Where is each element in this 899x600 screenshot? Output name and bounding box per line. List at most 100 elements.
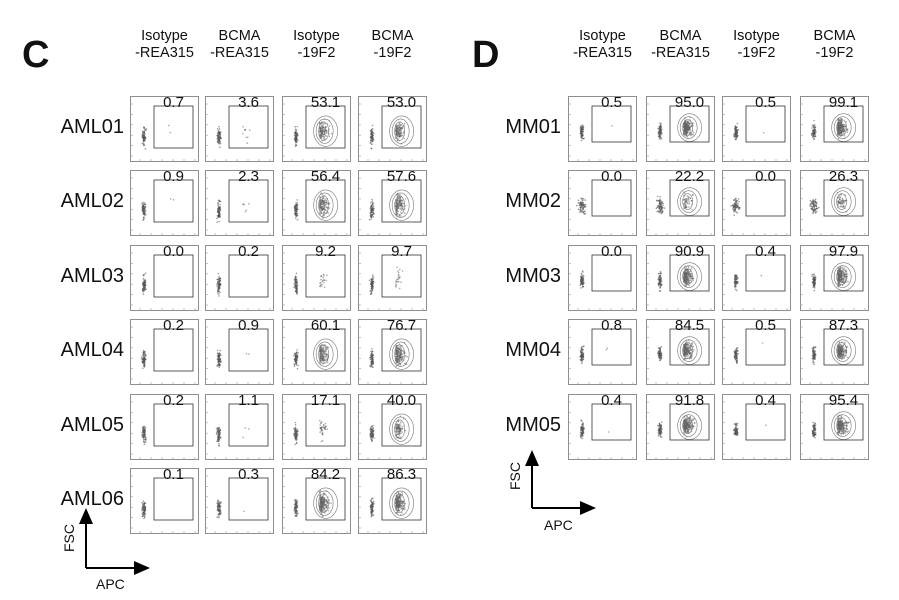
gate-percentage: 0.0 — [755, 168, 776, 185]
flow-plot: 87.3 — [800, 317, 869, 385]
plot-dots — [358, 252, 424, 311]
plot-frame — [130, 170, 199, 236]
flow-plot: 3.6 — [205, 94, 274, 162]
plot-frame — [282, 394, 351, 460]
gate-percentage: 0.5 — [755, 317, 776, 334]
plot-frame — [130, 96, 199, 162]
gate-percentage: 2.3 — [238, 168, 259, 185]
panel-label-c: C — [22, 34, 50, 76]
row-label: AML04 — [60, 339, 124, 361]
flow-plot: 0.2 — [130, 393, 199, 460]
column-header-line: -19F2 — [815, 45, 854, 61]
flow-plot: 0.1 — [130, 467, 199, 534]
plot-dots — [568, 326, 634, 385]
plot-frame — [722, 394, 791, 460]
flow-plot: 0.0 — [130, 243, 199, 311]
column-header: Isotype-19F2 — [277, 28, 357, 62]
flow-plot: 22.2 — [646, 169, 715, 236]
column-header-line: -REA315 — [210, 45, 269, 61]
flow-plot: 84.5 — [646, 318, 715, 385]
gate-percentage: 0.0 — [601, 168, 622, 185]
plot-dots — [800, 177, 866, 236]
plot-dots — [646, 326, 712, 385]
plot-dots — [568, 103, 634, 162]
flow-plot: 97.9 — [800, 243, 869, 311]
column-header-line: -19F2 — [297, 45, 336, 61]
flow-plot: 9.2 — [282, 243, 351, 311]
plot-dots — [358, 475, 424, 534]
plot-frame — [568, 96, 637, 162]
column-header-line: -REA315 — [135, 45, 194, 61]
plot-frame — [205, 96, 274, 162]
plot-dots — [282, 401, 348, 460]
flow-plot: 95.4 — [800, 392, 869, 460]
column-header: Isotype-REA315 — [563, 28, 643, 62]
apc-arrowhead — [580, 501, 596, 515]
plot-frame — [722, 170, 791, 236]
gate-percentage: 84.2 — [310, 466, 341, 483]
plot-dots — [130, 177, 196, 236]
row-label: MM02 — [505, 190, 561, 212]
flow-plot: 0.2 — [205, 244, 274, 311]
gate-percentage: 95.4 — [828, 392, 859, 409]
gate-percentage: 87.3 — [828, 317, 859, 334]
gate-percentage: 26.3 — [828, 168, 859, 185]
flow-plot: 40.0 — [358, 392, 427, 460]
plot-dots — [282, 326, 348, 385]
plot-dots — [800, 103, 866, 162]
gate-percentage: 0.0 — [163, 243, 184, 260]
plot-frame — [130, 319, 199, 385]
apc-axis-label: APC — [544, 517, 573, 533]
row-label: AML02 — [60, 190, 124, 212]
plot-dots — [130, 326, 196, 385]
column-header-line: -19F2 — [737, 45, 776, 61]
flow-plot: 0.0 — [568, 243, 637, 311]
plot-dots — [130, 103, 196, 162]
column-header-line: BCMA — [659, 28, 702, 44]
flow-plot: 53.0 — [358, 94, 427, 162]
column-header: Isotype-REA315 — [125, 28, 205, 62]
plot-frame — [130, 468, 199, 534]
gate-percentage: 9.7 — [391, 243, 412, 260]
column-header: BCMA-REA315 — [641, 28, 721, 62]
flow-plot: 0.9 — [130, 168, 199, 236]
flow-plot: 0.3 — [205, 467, 274, 534]
flow-plot: 1.1 — [205, 393, 274, 460]
column-header-line: BCMA — [813, 28, 856, 44]
gate-percentage: 9.2 — [315, 243, 336, 260]
flow-plot: 76.7 — [358, 318, 427, 385]
gate-percentage: 95.0 — [674, 94, 705, 111]
gate-percentage: 53.0 — [386, 94, 417, 111]
flow-plot: 86.3 — [358, 467, 427, 534]
flow-plot: 84.2 — [282, 466, 351, 534]
fsc-arrowhead — [79, 508, 93, 524]
gate-percentage: 0.5 — [601, 94, 622, 111]
apc-arrowhead — [134, 561, 150, 575]
gate-percentage: 0.5 — [755, 94, 776, 111]
row-label: MM01 — [505, 116, 561, 138]
plot-frame — [568, 245, 637, 311]
flow-plot: 91.8 — [646, 393, 715, 460]
plot-dots — [800, 252, 866, 311]
flow-plot: 9.7 — [358, 243, 427, 311]
gate-percentage: 0.9 — [163, 168, 184, 185]
plot-dots — [800, 326, 866, 385]
column-header-line: BCMA — [371, 28, 414, 44]
plot-dots — [646, 103, 712, 162]
column-header-line: BCMA — [218, 28, 261, 44]
flow-plot: 0.0 — [568, 168, 637, 236]
gate-percentage: 3.6 — [238, 94, 259, 111]
gate-percentage: 0.4 — [755, 392, 776, 409]
plot-dots — [568, 177, 634, 236]
plot-frame — [282, 245, 351, 311]
row-label: MM03 — [505, 265, 561, 287]
plot-frame — [205, 468, 274, 534]
column-header: BCMA-REA315 — [200, 28, 280, 62]
flow-plot: 0.7 — [130, 94, 199, 162]
plot-dots — [646, 177, 712, 236]
gate-percentage: 0.7 — [163, 94, 184, 111]
gate-percentage: 97.9 — [828, 243, 859, 260]
flow-plot: 57.6 — [358, 169, 427, 236]
gate-percentage: 40.0 — [386, 392, 417, 409]
gate-percentage: 0.0 — [601, 243, 622, 260]
